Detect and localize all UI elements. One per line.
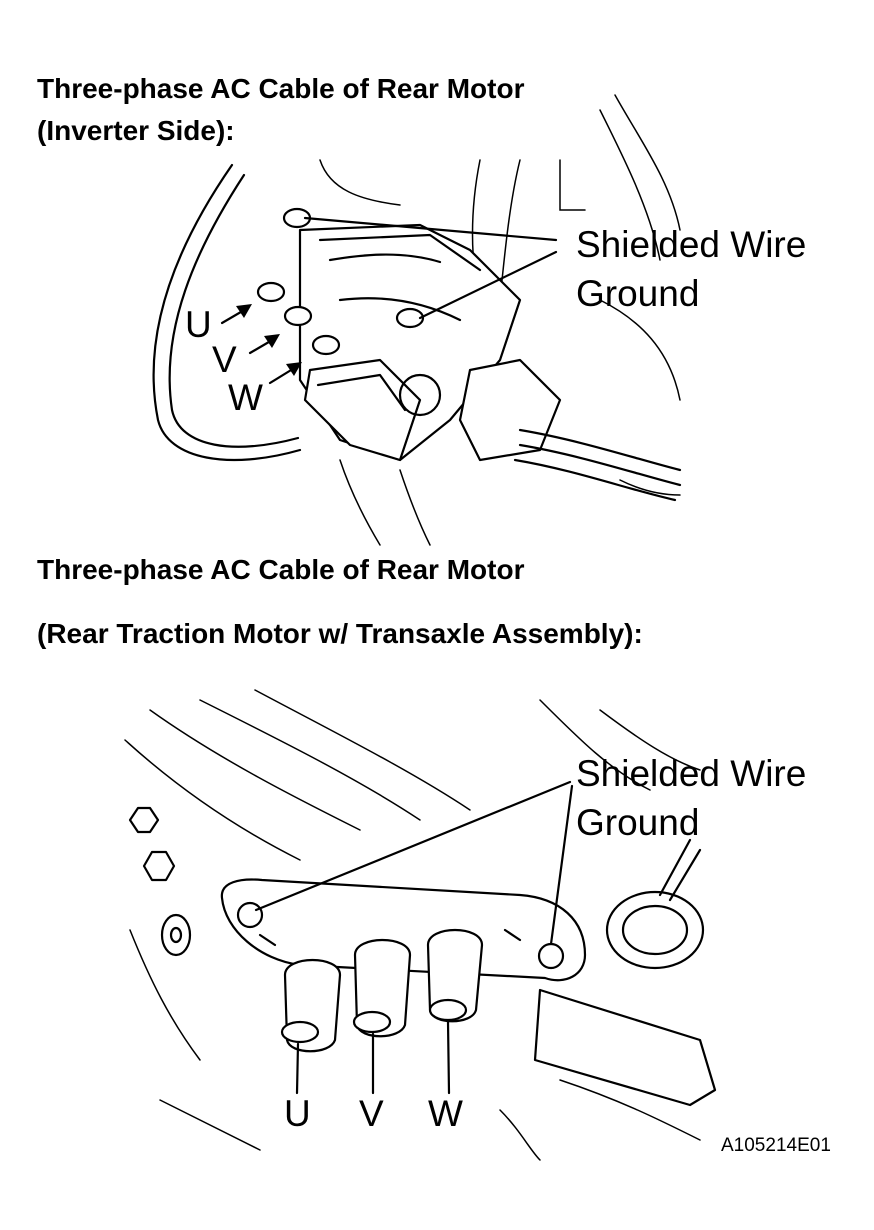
top-phase-w-label: W (228, 377, 263, 418)
bottom-ground-label: Ground (576, 802, 700, 843)
bottom-phase-u-label: U (284, 1093, 311, 1134)
top-title-line2: (Inverter Side): (37, 115, 235, 146)
top-phase-v-label: V (212, 339, 237, 380)
top-ground-label: Ground (576, 273, 700, 314)
bottom-phase-v-label: V (359, 1093, 384, 1134)
bottom-title-line2: (Rear Traction Motor w/ Transaxle Assemb… (37, 618, 643, 649)
top-shield-label: Shielded Wire (576, 224, 807, 265)
terminal-w (426, 928, 484, 1023)
bottom-phase-w-label: W (428, 1093, 463, 1134)
bottom-title-line1: Three-phase AC Cable of Rear Motor (37, 554, 525, 585)
bottom-shield-label: Shielded Wire (576, 753, 807, 794)
figure-code: A105214E01 (721, 1135, 831, 1156)
terminal-u (280, 958, 342, 1053)
terminal-v (352, 938, 412, 1038)
top-title-line1: Three-phase AC Cable of Rear Motor (37, 73, 525, 104)
top-phase-u-label: U (185, 304, 212, 345)
